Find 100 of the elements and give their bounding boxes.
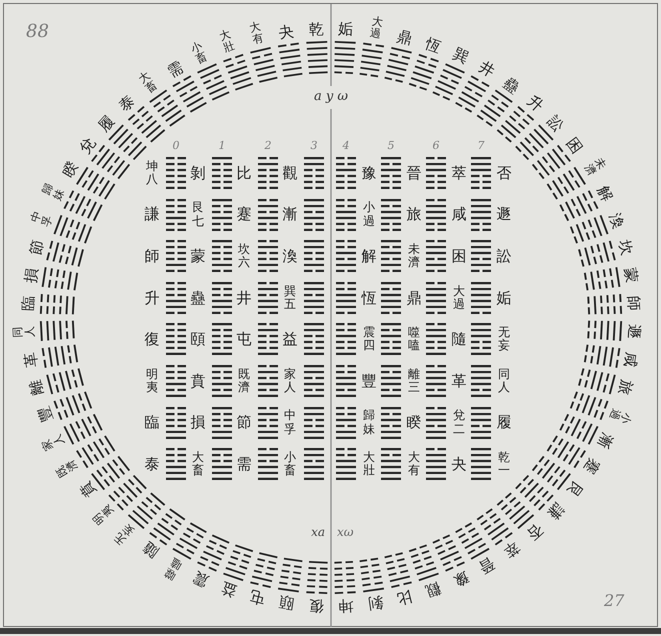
hexagram-name: 復 <box>308 597 324 614</box>
hexagram-name: 泰 <box>116 92 138 115</box>
hexagram-name: 家人 <box>40 432 67 453</box>
hexagram-name: 兌 <box>76 134 99 156</box>
hexagram-name: 睽 <box>406 414 422 431</box>
hexagram-name: 大過 <box>453 284 465 311</box>
hexagram-name: 艮 <box>563 478 586 500</box>
hexagram-name: 比 <box>236 164 252 182</box>
hexagram-name: 夬 <box>452 456 466 472</box>
hexagram-name: 訟 <box>496 248 512 264</box>
hexagram-name: 鼎 <box>406 290 422 306</box>
page-number: 88 <box>26 22 49 42</box>
hexagram-name: 師 <box>144 248 160 264</box>
hexagram-name: 萃 <box>500 538 523 561</box>
hexagram-name: 蠱 <box>500 74 523 97</box>
hexagram-name: 井 <box>476 58 498 81</box>
hexagram-name: 師 <box>625 295 642 312</box>
hexagram-name: 咸 <box>452 206 466 223</box>
hexagram-name: 旅 <box>406 206 422 223</box>
hexagram-name: 大壯 <box>218 28 237 56</box>
hexagram-name: 渙 <box>282 248 298 264</box>
hexagram-name: 坎 <box>615 238 635 257</box>
handwritten-note: xa <box>311 526 325 540</box>
hexagram-name: 旅 <box>615 378 635 397</box>
hexagram-name: 兌二 <box>453 409 465 436</box>
hexagram-name: 坤 <box>338 597 354 614</box>
hexagram-name: 革 <box>452 372 466 390</box>
hexagram-name: 謙 <box>544 500 567 522</box>
hexagram-name: 晉 <box>476 554 498 576</box>
hexagram-name: 賁 <box>76 478 99 500</box>
hexagram-name: 升 <box>144 290 160 306</box>
hexagram-name: 否 <box>496 164 512 182</box>
column-number: 5 <box>388 140 394 152</box>
hexagram-name: 屯 <box>248 588 267 608</box>
hexagram-name: 歸妹 <box>363 409 375 436</box>
hexagram-name: 離三 <box>408 368 420 394</box>
hexagram-name: 蒙 <box>190 248 206 264</box>
hexagram-name: 晉 <box>406 164 422 182</box>
hexagram-name: 乾一 <box>498 451 510 478</box>
hexagram-name: 中孚 <box>284 409 296 436</box>
hexagram-name: 大畜 <box>136 69 160 96</box>
hexagram-name: 咸 <box>622 351 640 368</box>
hexagram-name: 坎六 <box>238 243 250 270</box>
hexagram-name: 无妄 <box>498 326 510 353</box>
hexagram-name: 小過 <box>606 406 634 426</box>
handwritten-note: xω <box>337 526 354 540</box>
hexagram-name: 坤八 <box>146 160 158 186</box>
hexagram-name: 噬嗑 <box>162 555 184 582</box>
hexagram-name: 剝 <box>190 164 206 182</box>
hexagram-name: 大過 <box>368 15 384 41</box>
hexagram-name: 小畜 <box>190 40 210 66</box>
hexagram-name: 鼎 <box>395 28 414 48</box>
hexagram-name: 謙 <box>144 206 160 223</box>
hexagram-name: 隨 <box>139 538 162 561</box>
handwritten-note: a y ω <box>314 90 348 104</box>
hexagram-name: 巽五 <box>284 284 296 311</box>
hexagram-name: 豐 <box>35 404 56 425</box>
column-number: 3 <box>310 140 318 152</box>
hexagram-name: 頤 <box>278 594 296 612</box>
column-number: 0 <box>172 140 180 152</box>
hexagram-name: 大壯 <box>363 451 375 478</box>
hexagram-name: 震四 <box>363 326 375 353</box>
hexagram-name: 未濟 <box>581 156 608 178</box>
column-number: 4 <box>342 140 350 152</box>
hexagram-name: 遯 <box>496 206 512 223</box>
hexagram-name: 漸 <box>594 430 616 452</box>
hexagram-name: 豐 <box>362 372 376 390</box>
hexagram-name: 大有 <box>248 20 265 47</box>
hexagram-name: 益 <box>282 331 298 348</box>
hexagram-name: 解 <box>362 248 376 264</box>
hexagram-name: 既濟 <box>54 456 81 479</box>
hexagram-name: 睽 <box>60 158 82 180</box>
hexagram-name: 隨 <box>452 331 466 348</box>
column-number: 6 <box>432 140 440 152</box>
hexagram-name: 豫 <box>450 568 471 590</box>
hexagram-name: 履 <box>95 112 118 135</box>
hexagram-name: 明夷 <box>146 368 158 394</box>
hexagram-name: 革 <box>22 351 40 368</box>
hexagram-name: 既濟 <box>238 368 250 394</box>
hexagram-name: 離 <box>27 378 47 397</box>
hexagram-name: 損 <box>22 266 40 284</box>
column-number: 2 <box>264 140 272 152</box>
hexagram-name: 漸 <box>282 206 298 223</box>
hexagram-name: 大有 <box>408 451 420 478</box>
hexagram-name: 夬 <box>278 22 296 42</box>
column-number: 7 <box>478 140 484 152</box>
hexagram-name: 賁 <box>190 372 206 390</box>
hexagram-name: 震 <box>191 568 212 590</box>
hexagram-name: 小畜 <box>284 451 296 478</box>
page-number: 27 <box>604 592 624 610</box>
hexagram-name: 井 <box>236 290 252 306</box>
hexagram-name: 姤 <box>496 290 512 306</box>
hexagram-name: 蒙 <box>622 266 640 284</box>
hexagram-name: 萃 <box>452 164 466 182</box>
hexagram-name: 復 <box>144 331 160 348</box>
hexagram-name: 需 <box>164 58 186 81</box>
hexagram-name: 頤 <box>190 331 206 348</box>
column-number: 1 <box>218 140 226 152</box>
hexagram-name: 困 <box>452 248 466 264</box>
hexagram-name: 大畜 <box>192 451 204 478</box>
